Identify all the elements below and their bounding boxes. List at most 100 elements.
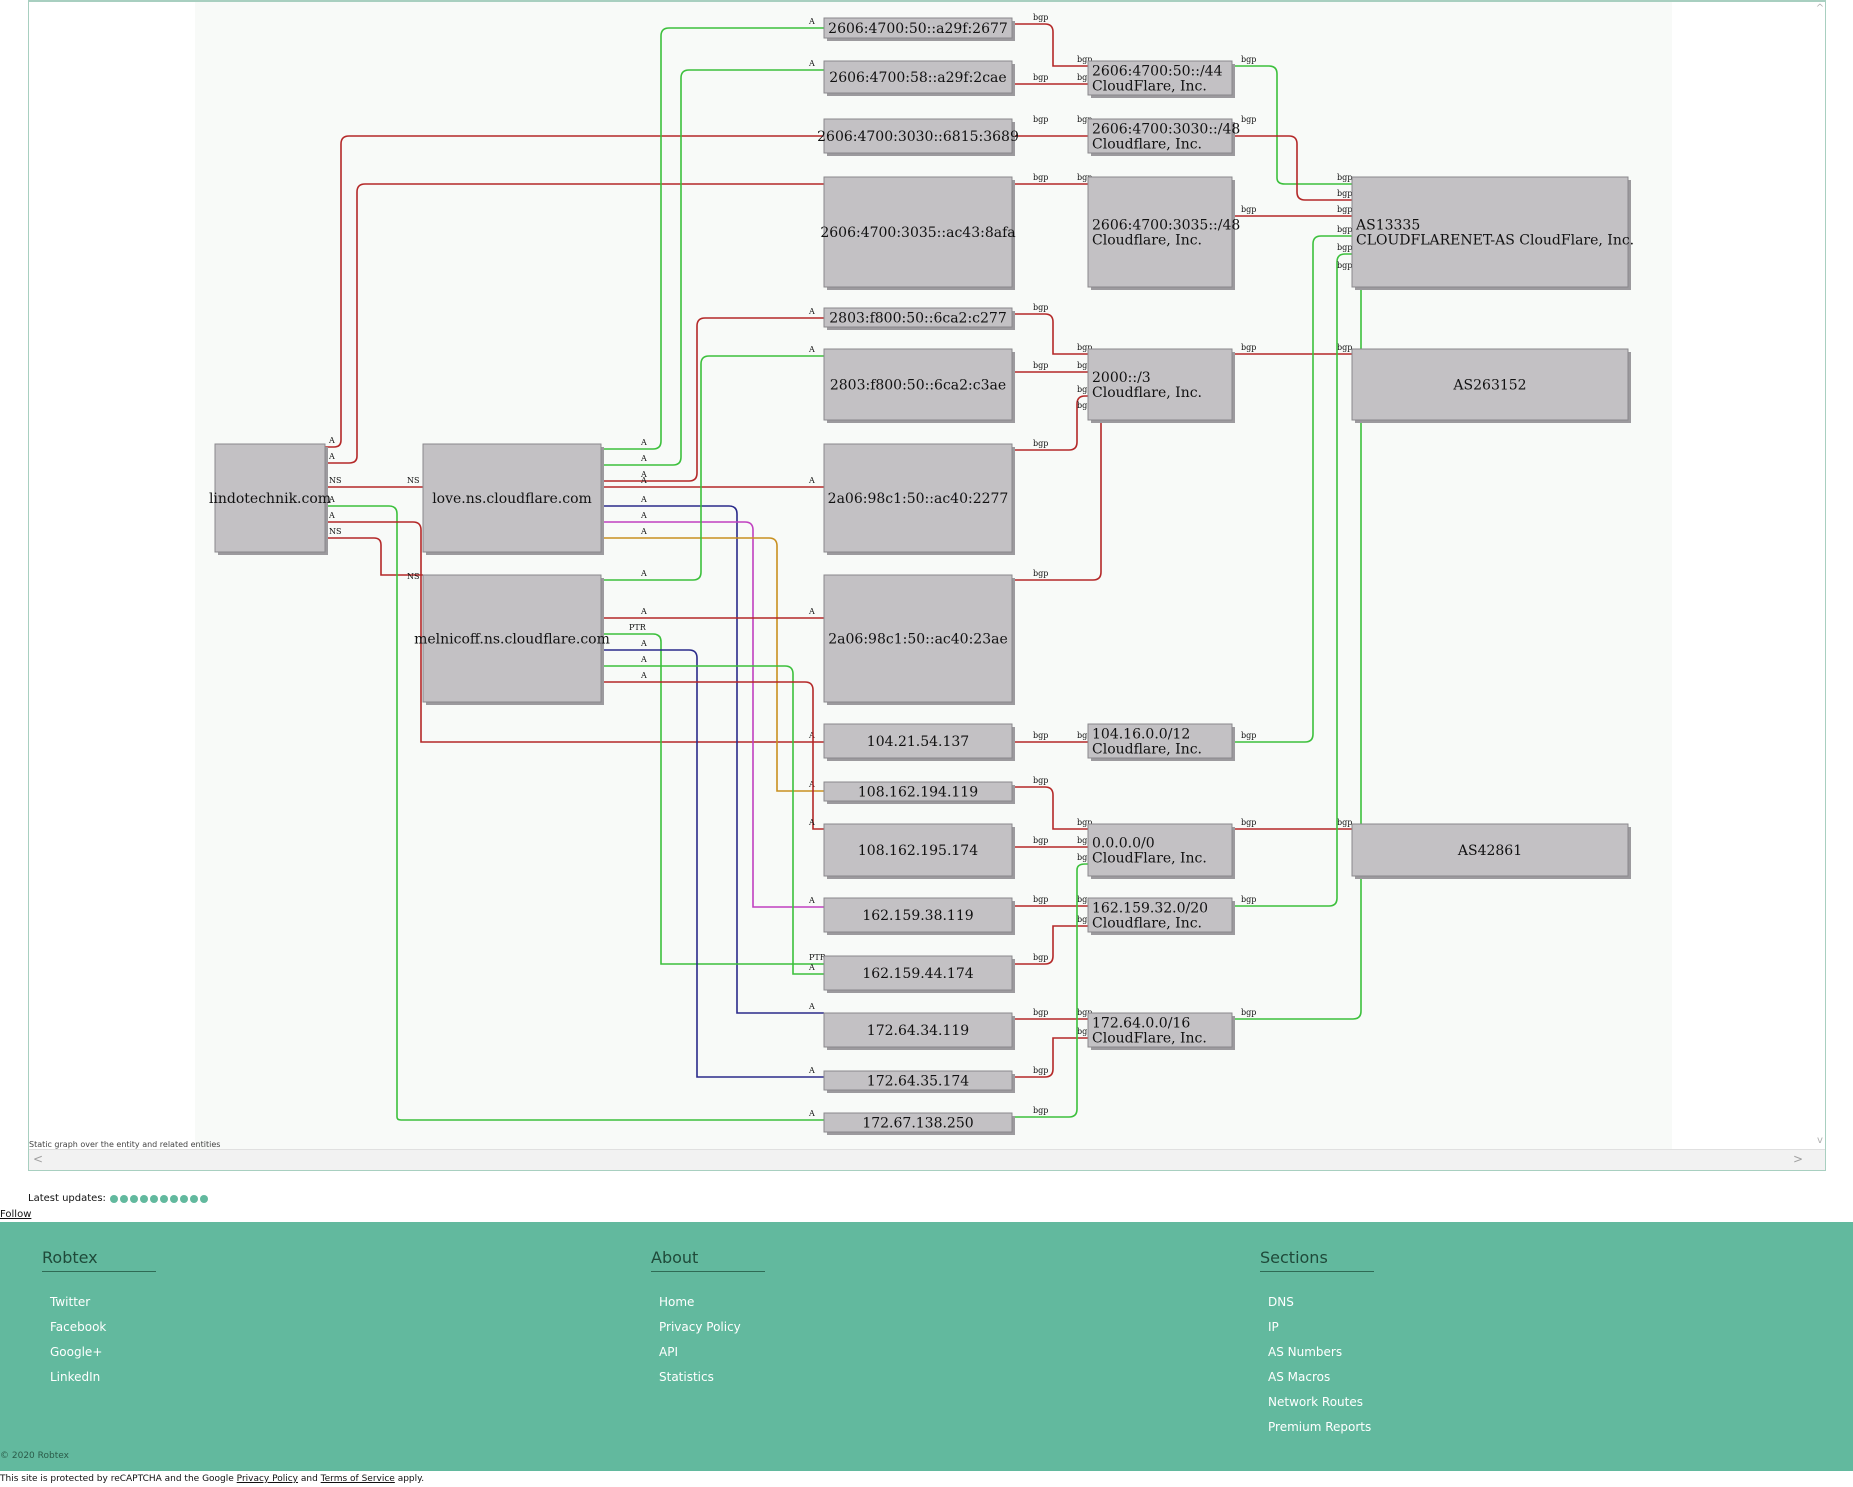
edge-label: A [808,731,815,740]
edge-label: NS [329,476,341,485]
scroll-right-icon[interactable]: > [1792,1152,1803,1166]
graph-node [1351,823,1629,877]
horizontal-scrollbar[interactable]: < > [29,1149,1825,1170]
update-dot[interactable] [199,1194,208,1203]
graph-edge [325,505,824,1121]
edge-label: A [808,1109,815,1118]
update-dot[interactable] [149,1194,158,1203]
edge-label: bgp [1077,401,1092,410]
edge-label: PTR [629,623,647,632]
edge-label: A [808,780,815,789]
scroll-up-icon[interactable]: ^ [1815,3,1825,14]
edge-label: NS [407,476,419,485]
edge-label: bgp [1241,205,1256,214]
privacy-policy-link[interactable]: Privacy Policy [236,1474,299,1484]
edge-label: A [328,452,335,461]
footer-link-dns[interactable]: DNS [1268,1295,1294,1309]
edge-label: bgp [1337,205,1352,214]
edge-label: bgp [1337,818,1352,827]
graph-node-label: AS13335 [1355,218,1420,234]
footer-link-statistics[interactable]: Statistics [659,1370,714,1384]
graph-edge [325,521,824,743]
graph-node [823,574,1013,703]
footer-link-twitter[interactable]: Twitter [50,1295,91,1309]
footer-link-ip[interactable]: IP [1268,1320,1279,1334]
graph-node [823,723,1013,759]
update-dot[interactable] [179,1194,188,1203]
edge-label: A [640,495,647,504]
graph-node-label: 172.64.0.0/16 [1092,1016,1190,1032]
graph-edge [1232,253,1352,907]
footer-link-network-routes[interactable]: Network Routes [1268,1395,1364,1409]
edge-label: bgp [1337,243,1352,252]
footer-link-privacy-policy[interactable]: Privacy Policy [659,1320,741,1334]
graph-node [1351,176,1629,288]
graph-edge [601,633,824,965]
update-dot[interactable] [119,1194,128,1203]
update-dot[interactable] [129,1194,138,1203]
edge-label: bgp [1077,818,1092,827]
graph-node [823,443,1013,553]
footer-link-as-numbers[interactable]: AS Numbers [1268,1345,1343,1359]
edge-label: bgp [1077,55,1092,64]
edge-label: A [808,607,815,616]
edge-label: A [808,59,815,68]
edge-label: bgp [1077,895,1092,904]
graph-caption: Static graph over the entity and related… [29,1140,221,1149]
recaptcha-text: and [298,1474,321,1484]
footer-link-api[interactable]: API [659,1345,678,1359]
scroll-down-icon[interactable]: v [1817,1135,1823,1146]
edge-label: bgp [1033,13,1048,22]
edge-label: bgp [1337,343,1352,352]
graph-edge [601,681,824,830]
update-dot[interactable] [189,1194,198,1203]
latest-updates-label: Latest updates: [28,1193,106,1204]
graph-node-label: 108.162.194.119 [858,785,978,801]
footer-link-googleplus[interactable]: Google+ [50,1345,103,1359]
footer: Robtex Twitter Facebook Google+ LinkedIn… [0,1222,1853,1471]
scroll-left-icon[interactable]: < [33,1152,44,1166]
vertical-scrollbar[interactable]: ^ v [1815,2,1825,1152]
edge-label: bgp [1077,73,1092,82]
terms-of-service-link[interactable]: Terms of Service [320,1474,395,1484]
follow-link[interactable]: Follow [0,1209,32,1220]
graph-edge [601,27,824,450]
graph-edge [325,135,824,448]
footer-link-linkedin[interactable]: LinkedIn [50,1370,101,1384]
edge-label: bgp [1033,953,1048,962]
footer-link-premium-reports[interactable]: Premium Reports [1268,1420,1372,1434]
graph-edge [1012,313,1088,355]
graph-node-label: Cloudflare, Inc. [1092,233,1202,249]
edge-label: bgp [1337,173,1352,182]
graph-node-label: 162.159.32.0/20 [1092,901,1208,917]
graph-node-label: 2000::/3 [1092,370,1151,386]
graph-node-label: melnicoff.ns.cloudflare.com [414,632,610,648]
graph-node [1087,723,1233,759]
graph-node [422,443,602,553]
update-dot[interactable] [159,1194,168,1203]
edge-label: bgp [1033,895,1048,904]
edge-label: bgp [1033,836,1048,845]
graph-node [1351,348,1629,421]
graph-node-label: 162.159.38.119 [862,908,973,924]
edge-label: bgp [1077,915,1092,924]
edge-label: bgp [1241,343,1256,352]
graph-edge [601,649,824,1078]
footer-link-facebook[interactable]: Facebook [50,1320,107,1334]
update-dot[interactable] [139,1194,148,1203]
graph-node [214,443,326,553]
edge-label: bgp [1033,776,1048,785]
recaptcha-text: apply. [394,1474,425,1484]
graph-node [823,823,1013,877]
graph-node-label: AS42861 [1457,843,1522,859]
footer-heading: Robtex [42,1248,156,1272]
update-dot[interactable] [109,1194,118,1203]
footer-link-home[interactable]: Home [659,1295,695,1309]
graph-node-label: 172.64.35.174 [867,1074,970,1090]
update-dots[interactable] [109,1194,208,1203]
graph-node-label: 162.159.44.174 [862,966,973,982]
update-dot[interactable] [169,1194,178,1203]
edge-label: bgp [1033,173,1048,182]
footer-link-as-macros[interactable]: AS Macros [1268,1370,1331,1384]
